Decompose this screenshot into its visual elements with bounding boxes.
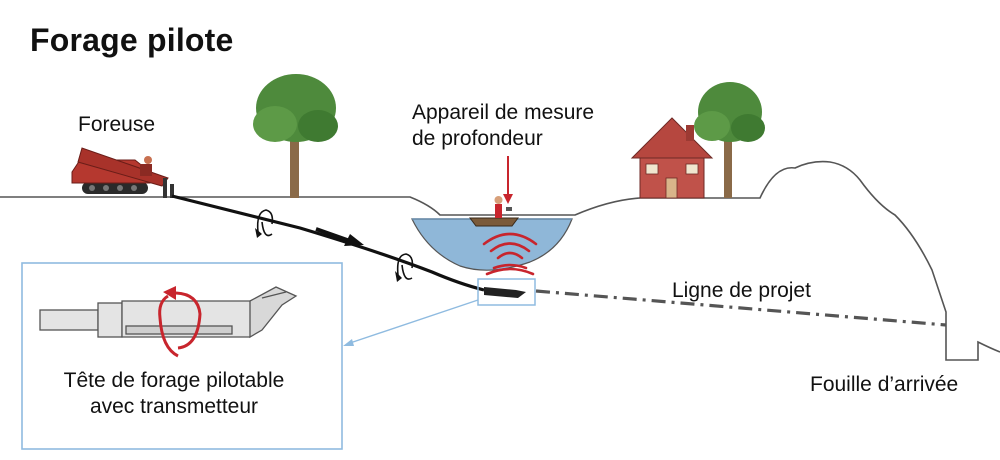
drill-rig-label: Foreuse [78, 113, 156, 136]
depth-device-label-line2: de profondeur [412, 127, 543, 150]
arrival-pit-label: Fouille d’arrivée [810, 373, 959, 396]
tree-icon [694, 82, 765, 198]
depth-device-label-line1: Appareil de mesure [412, 101, 595, 124]
depth-device-label: Appareil de mesure de profondeur [412, 100, 652, 152]
tree-icon [253, 74, 338, 198]
drill-rig-icon [71, 147, 174, 198]
page-title: Forage pilote [30, 22, 234, 58]
rotation-arrow-icon [255, 209, 274, 238]
direction-arrow-icon [315, 227, 364, 246]
rotation-arrow-icon [158, 286, 202, 358]
house-icon [630, 117, 714, 199]
drill-head-caption-line1: Tête de forage pilotable [63, 369, 285, 392]
signal-waves-icon [482, 232, 538, 276]
project-line [535, 289, 947, 327]
detail-connector-arrow [343, 299, 479, 346]
pilot-bore-path [171, 194, 485, 292]
terrain-surface-line [0, 160, 1000, 361]
rotation-arrow-icon [395, 253, 414, 282]
depth-device-pointer-arrow [503, 156, 513, 204]
drill-head-underground [484, 287, 526, 298]
drill-head-highlight-box [477, 278, 536, 306]
boat-icon [469, 196, 519, 227]
river-water [411, 218, 573, 271]
project-line-label: Ligne de projet [672, 279, 811, 302]
drill-head-detail-frame [21, 262, 343, 450]
drill-head-caption: Tête de forage pilotable avec transmette… [26, 368, 322, 420]
drill-head-caption-line2: avec transmetteur [89, 395, 259, 418]
